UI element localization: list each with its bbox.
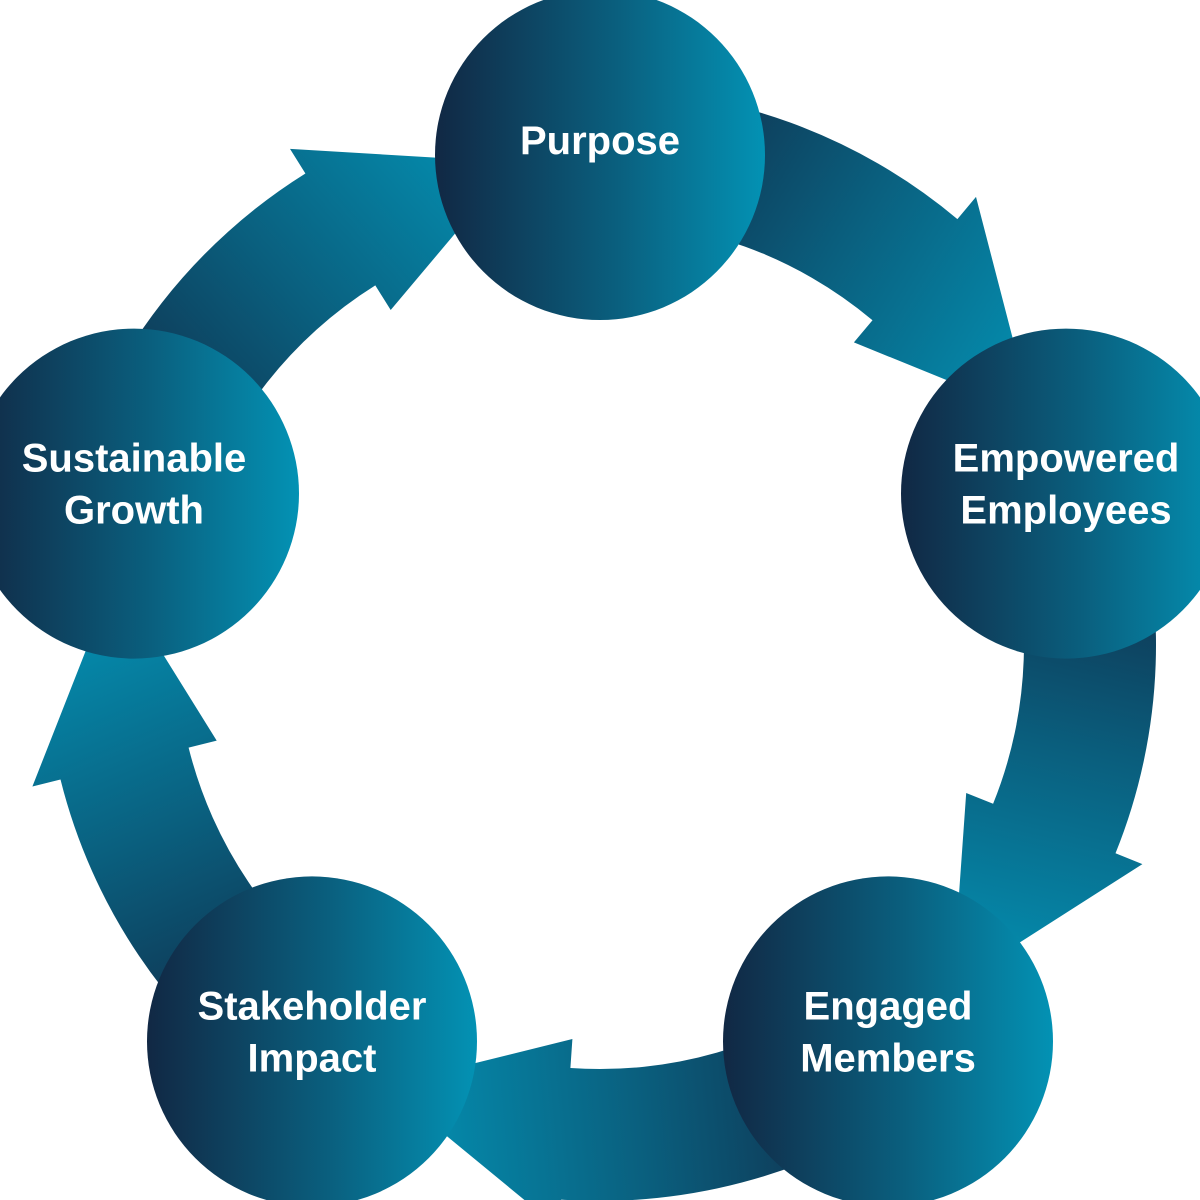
node-label-sustainable-growth: Sustainable <box>22 437 247 481</box>
node-label-engaged-members: Engaged <box>804 984 973 1028</box>
node-label-engaged-members: Members <box>800 1036 976 1080</box>
node-purpose: Purpose <box>435 0 765 320</box>
node-circle-empowered-employees <box>901 328 1200 659</box>
node-circle-stakeholder-impact <box>147 876 477 1200</box>
node-label-empowered-employees: Employees <box>960 489 1171 533</box>
node-circle-purpose <box>435 0 765 320</box>
node-label-stakeholder-impact: Stakeholder <box>198 984 427 1028</box>
node-circle-engaged-members <box>723 876 1053 1200</box>
node-label-sustainable-growth: Growth <box>64 489 204 533</box>
node-label-stakeholder-impact: Impact <box>248 1036 377 1080</box>
node-label-purpose: Purpose <box>520 119 680 163</box>
node-label-empowered-employees: Empowered <box>953 437 1180 481</box>
node-circle-sustainable-growth <box>0 328 299 659</box>
